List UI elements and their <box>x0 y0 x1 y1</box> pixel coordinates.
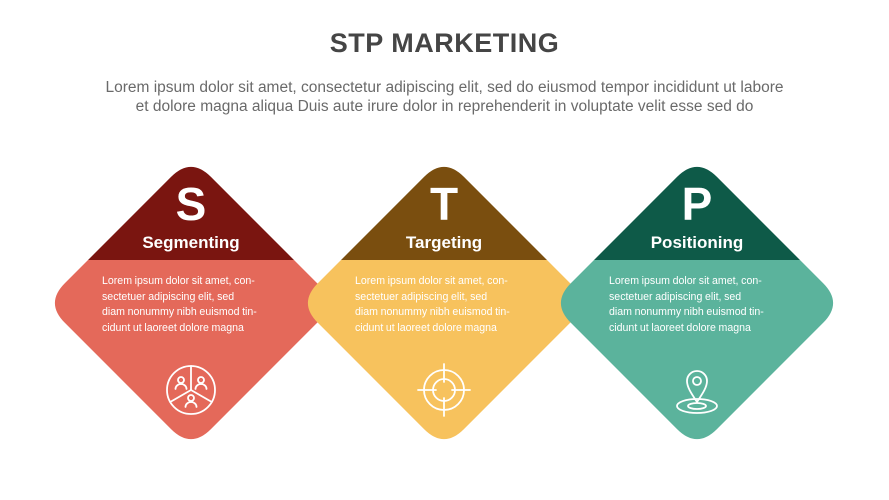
step-label: Segmenting <box>142 233 240 252</box>
step-label: Targeting <box>405 233 483 252</box>
description-line: diam nonummy nibh euismod tin- <box>355 306 510 319</box>
step-letter: P <box>681 178 713 230</box>
step-description: Lorem ipsum dolor sit amet, con- sectetu… <box>609 274 787 336</box>
step-letter: S <box>175 178 207 230</box>
description-line: sectetuer adipiscing elit, sed <box>355 290 488 303</box>
description-line: cidunt ut laoreet dolore magna <box>102 321 244 334</box>
subtitle-line-1: Lorem ipsum dolor sit amet, consectetur … <box>105 79 784 96</box>
step-label: Positioning <box>650 233 744 252</box>
crosshair-target-icon <box>417 363 471 417</box>
diamond-top-positioning <box>594 166 800 260</box>
diamond-top-targeting <box>341 166 547 260</box>
description-line: Lorem ipsum dolor sit amet, con- <box>355 275 508 287</box>
step-description: Lorem ipsum dolor sit amet, con- sectetu… <box>102 274 280 336</box>
step-letter: T <box>429 178 459 230</box>
description-line: cidunt ut laoreet dolore magna <box>355 321 497 334</box>
description-line: sectetuer adipiscing elit, sed <box>609 290 742 303</box>
people-pie-icon <box>166 365 216 415</box>
page-title: STP MARKETING <box>329 28 560 58</box>
description-line: Lorem ipsum dolor sit amet, con- <box>609 275 762 287</box>
description-line: cidunt ut laoreet dolore magna <box>609 321 751 334</box>
diamond-bottom-positioning <box>560 260 834 440</box>
page-subtitle: Lorem ipsum dolor sit amet, consectetur … <box>30 78 859 116</box>
description-line: diam nonummy nibh euismod tin- <box>102 306 257 319</box>
description-line: sectetuer adipiscing elit, sed <box>102 290 235 303</box>
diamond-top-segmenting <box>87 166 294 260</box>
location-pin-icon <box>676 370 718 414</box>
subtitle-line-2: et dolore magna aliqua Duis aute irure d… <box>135 98 754 115</box>
step-description: Lorem ipsum dolor sit amet, con- sectetu… <box>355 274 533 336</box>
diamond-bottom-segmenting <box>54 260 328 440</box>
description-line: Lorem ipsum dolor sit amet, con- <box>102 275 255 287</box>
description-line: diam nonummy nibh euismod tin- <box>609 306 764 319</box>
diamond-bottom-targeting <box>307 260 581 440</box>
